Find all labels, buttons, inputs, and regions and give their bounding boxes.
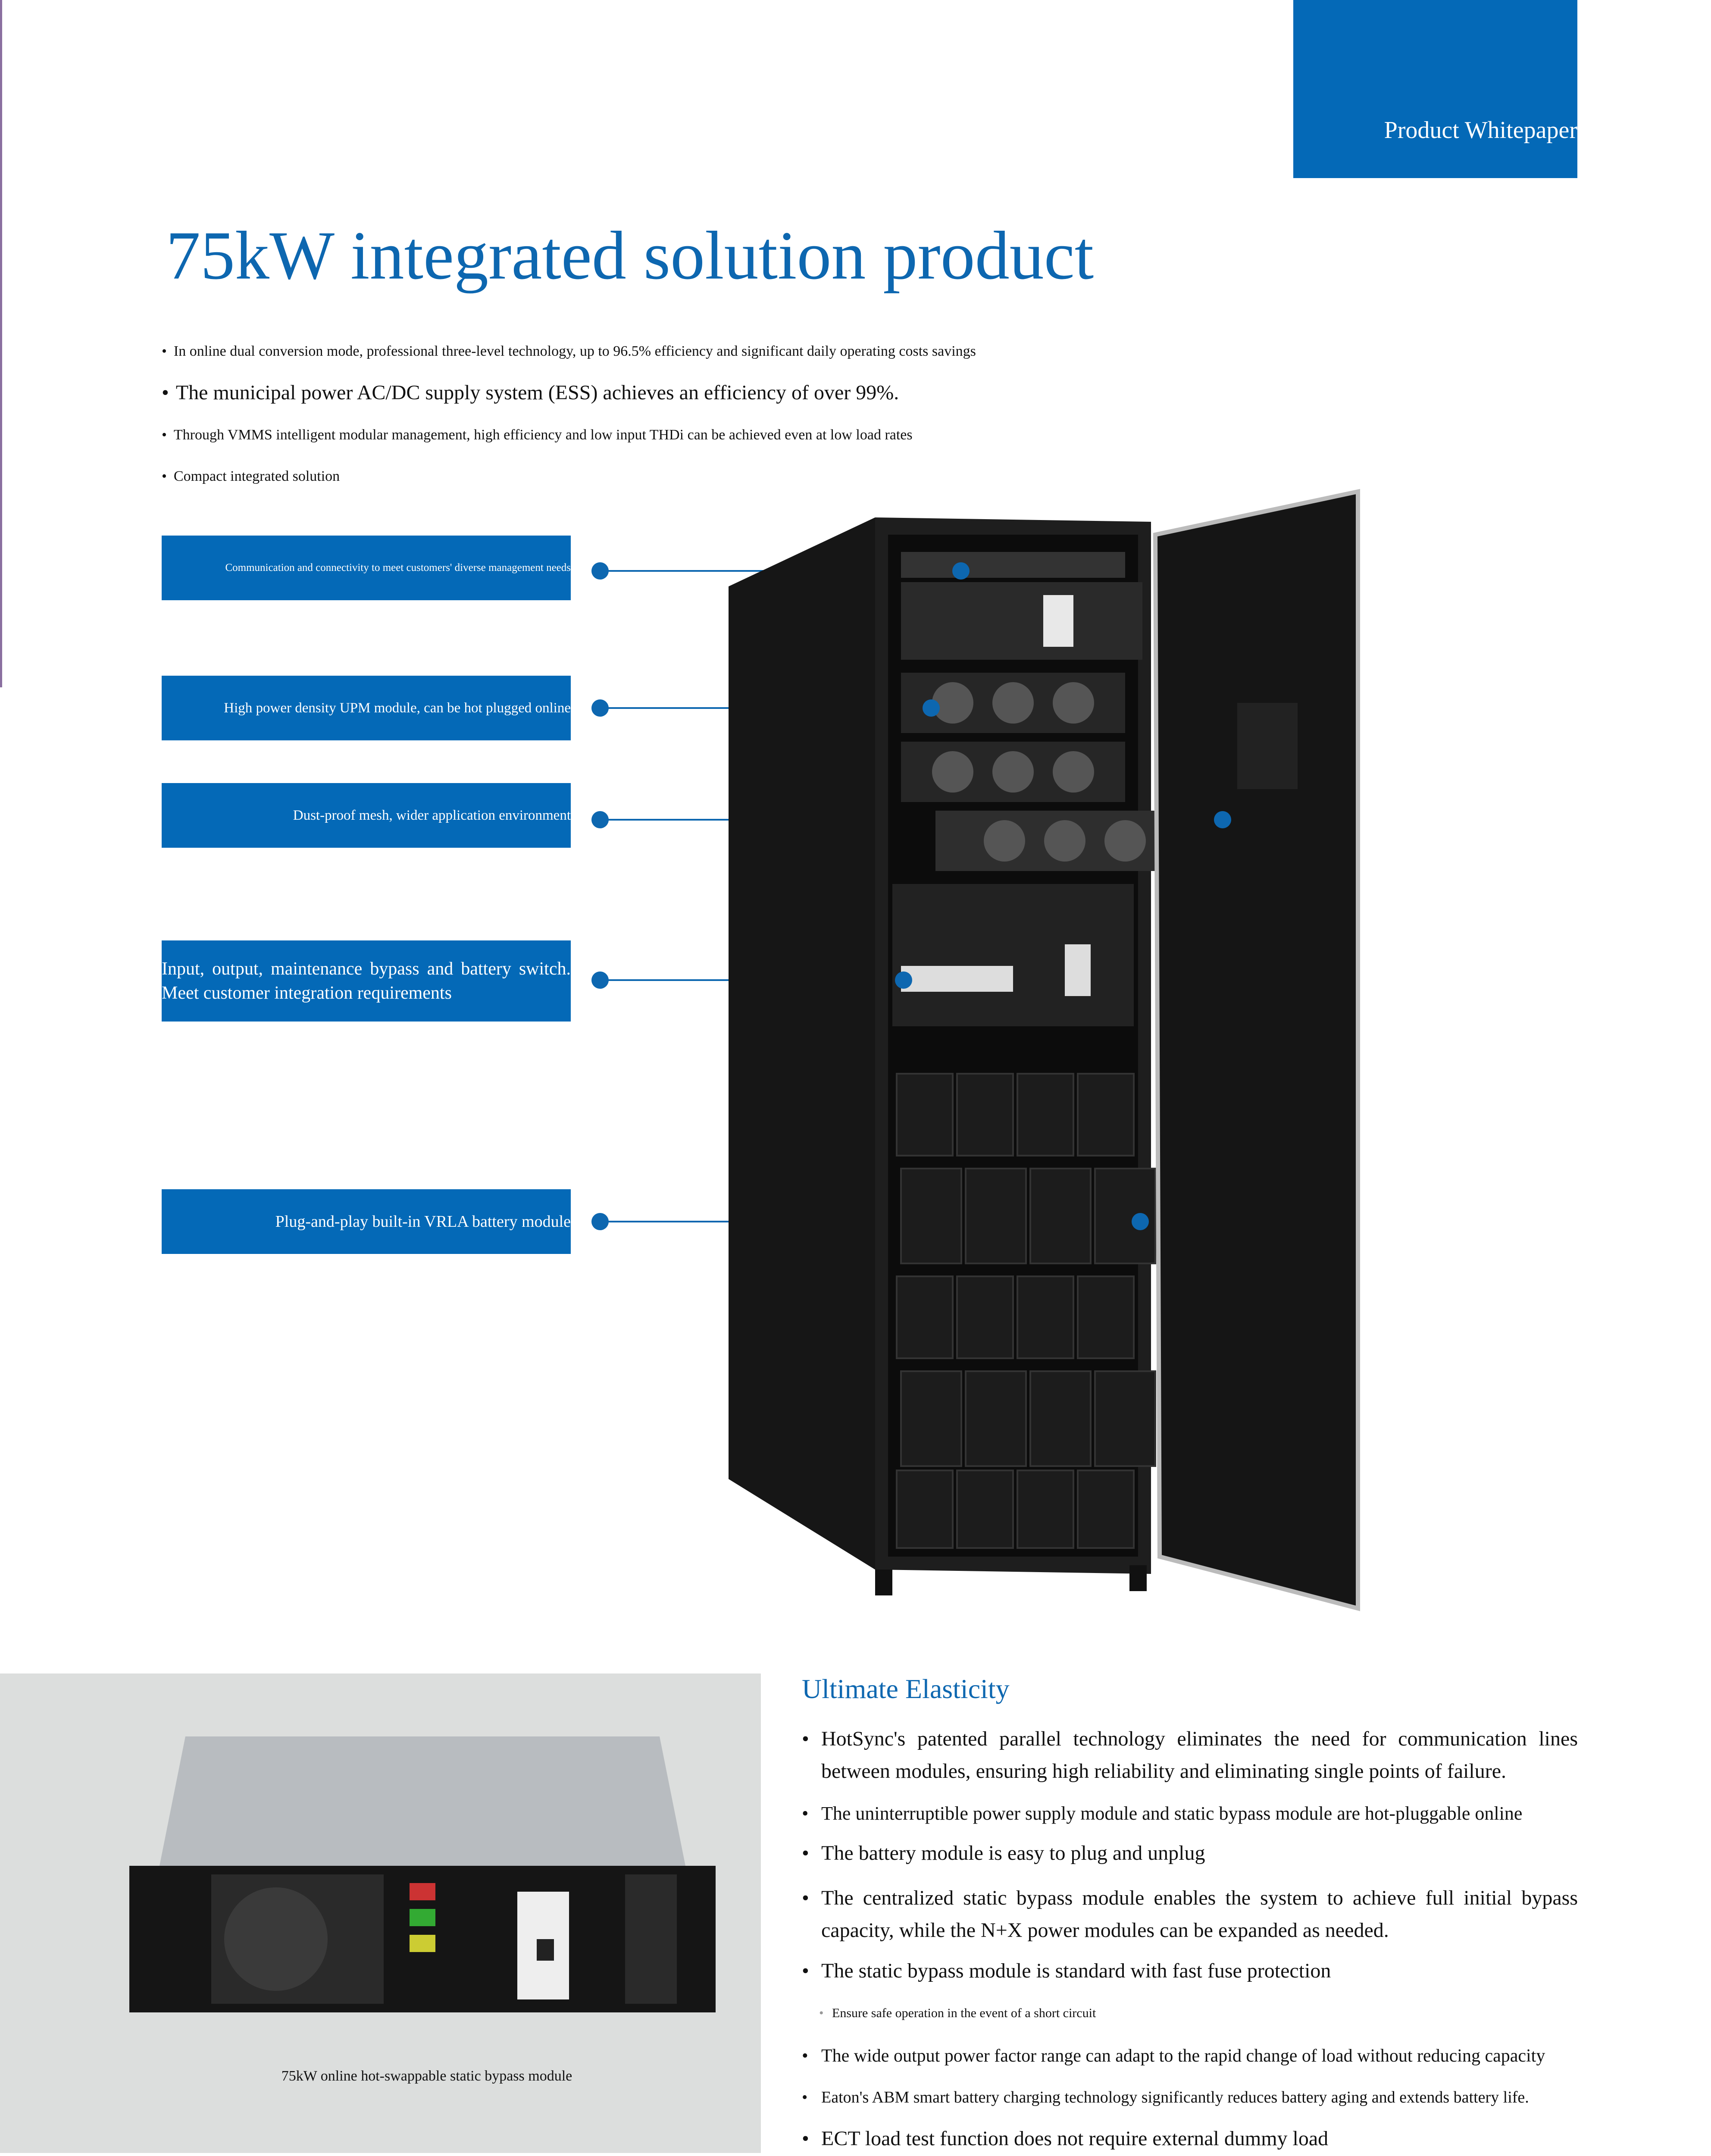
connector-dot — [895, 971, 912, 989]
section-heading: Ultimate Elasticity — [802, 1673, 1010, 1704]
header-tab: Product Whitepaper — [1293, 0, 1577, 178]
elasticity-item: •HotSync's patented parallel technology … — [802, 1723, 1578, 1787]
connector-dot — [591, 1213, 609, 1230]
connector-dot — [591, 562, 609, 580]
elasticity-item: •ECT load test function does not require… — [802, 2127, 1578, 2150]
item-text: The battery module is easy to plug and u… — [821, 1842, 1205, 1865]
item-text: Eaton's ABM smart battery charging techn… — [821, 2088, 1529, 2106]
callout-battery: Plug-and-play built-in VRLA battery modu… — [162, 1189, 571, 1254]
item-text: Ensure safe operation in the event of a … — [832, 2006, 1096, 2020]
item-text: The centralized static bypass module ena… — [821, 1887, 1578, 1942]
elasticity-item: •The battery module is easy to plug and … — [802, 1841, 1578, 1865]
feature-bullet: In online dual conversion mode, professi… — [162, 343, 976, 360]
page-title: 75kW integrated solution product — [166, 217, 1094, 294]
elasticity-item: •Eaton's ABM smart battery charging tech… — [802, 2088, 1578, 2107]
ups-cabinet-image — [729, 489, 1360, 1611]
connector-dot — [591, 699, 609, 717]
callout-upm-module: High power density UPM module, can be ho… — [162, 676, 571, 740]
bypass-module-image — [129, 1736, 716, 2012]
feature-bullet: Through VMMS intelligent modular managem… — [162, 427, 913, 443]
item-text: ECT load test function does not require … — [821, 2127, 1329, 2150]
item-text: The static bypass module is standard wit… — [821, 1959, 1331, 1982]
feature-bullet: Compact integrated solution — [162, 468, 340, 485]
elasticity-item: •The uninterruptible power supply module… — [802, 1802, 1578, 1824]
elasticity-item: •The centralized static bypass module en… — [802, 1882, 1578, 1946]
feature-bullet: The municipal power AC/DC supply system … — [162, 381, 899, 404]
connector-dot — [591, 811, 609, 828]
elasticity-item: •The wide output power factor range can … — [802, 2046, 1578, 2066]
connector-dot — [1214, 811, 1231, 828]
header-label: Product Whitepaper — [1384, 117, 1577, 144]
elasticity-subitem: •Ensure safe operation in the event of a… — [819, 2006, 1595, 2021]
item-text: The wide output power factor range can a… — [821, 2046, 1545, 2066]
elasticity-item: •The static bypass module is standard wi… — [802, 1959, 1578, 1983]
connector-dot — [1132, 1213, 1149, 1230]
page-edge-line — [0, 0, 2, 687]
callout-communication: Communication and connectivity to meet c… — [162, 536, 571, 600]
connector-dot — [923, 699, 940, 717]
callout-switches: Input, output, maintenance bypass and ba… — [162, 940, 571, 1022]
connector-dot — [952, 562, 970, 580]
callout-dust-mesh: Dust-proof mesh, wider application envir… — [162, 783, 571, 848]
item-text: HotSync's patented parallel technology e… — [821, 1727, 1578, 1783]
item-text: The uninterruptible power supply module … — [821, 1803, 1523, 1824]
connector-dot — [591, 971, 609, 989]
module-caption: 75kW online hot-swappable static bypass … — [281, 2068, 572, 2084]
